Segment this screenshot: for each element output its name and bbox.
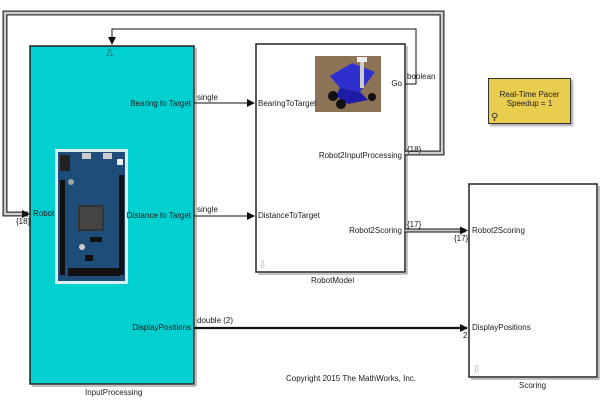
port-robot2inputprocessing-label: Robot2InputProcessing (318, 151, 402, 160)
feedback-bus-out-label: {18} (407, 145, 422, 154)
scoring-bus-out-label: {17} (407, 220, 422, 229)
go-signal-line[interactable] (108, 28, 417, 85)
feedback-bus-line[interactable] (2, 10, 445, 218)
real-time-pacer-block[interactable]: Real-Time Pacer Speedup = 1 ⚲ (488, 78, 571, 124)
trigger-icon: ⎍ (106, 48, 113, 59)
scoring-name: Scoring (519, 381, 547, 390)
port-distance-input-label: DistanceToTarget (258, 211, 320, 220)
port-bearing-input-label: BearingToTarget (258, 99, 317, 108)
pacer-speedup: Speedup = 1 (506, 99, 553, 108)
distance-signal-type: single (197, 205, 218, 214)
port-go-label: Go (391, 79, 402, 88)
scoring-bus-in-label: {17} (454, 234, 469, 243)
robot-model-down-arrow-icon: ⇩ (258, 259, 268, 271)
robot-rover-image (315, 56, 381, 112)
bearing-signal-type: single (197, 93, 218, 102)
input-processing-name: InputProcessing (85, 388, 143, 397)
port-scoring-display-positions-label: DisplayPositions (472, 323, 531, 332)
robot-model-name: RobotModel (311, 276, 355, 285)
port-robot-label: Robot (33, 209, 55, 218)
port-display-positions-label: DisplayPositions (132, 323, 191, 332)
port-robot2scoring-label: Robot2Scoring (349, 226, 402, 235)
scoring-block[interactable] (468, 183, 598, 378)
pacer-title: Real-Time Pacer (499, 90, 560, 99)
display-signal-type: double (2) (197, 316, 234, 325)
go-signal-type: boolean (407, 72, 436, 81)
port-distance-to-target-label: Distance to Target (126, 211, 191, 220)
port-bearing-to-target-label: Bearing to Target (130, 99, 191, 108)
display-signal-width: 2 (463, 331, 468, 340)
port-scoring-robot2scoring-label: Robot2Scoring (472, 226, 525, 235)
scoring-down-arrow-icon: ⇩ (472, 364, 482, 376)
feedback-bus-in-label: {18} (16, 217, 31, 226)
arduino-board-image (55, 149, 128, 284)
scoring-bus-line[interactable] (405, 226, 468, 235)
library-link-icon: ⚲ (491, 112, 499, 123)
copyright-text: Copyright 2015 The MathWorks, Inc. (286, 374, 416, 383)
